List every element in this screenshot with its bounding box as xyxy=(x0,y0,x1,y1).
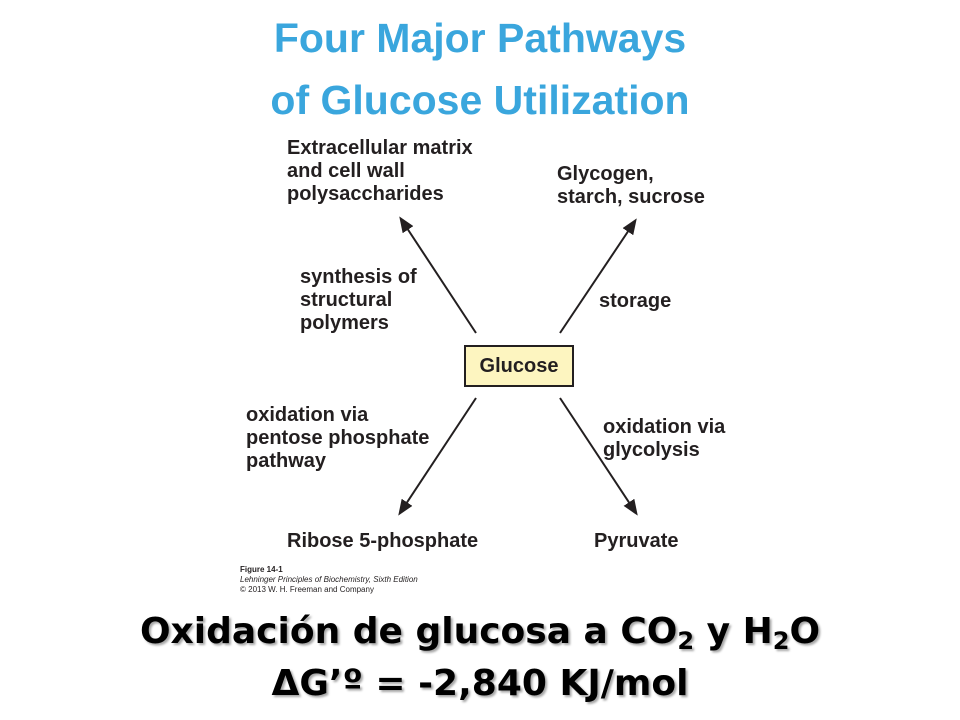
pathway-storage: storage xyxy=(599,290,672,312)
arrow-to-storage xyxy=(559,218,637,334)
oxidation-equation: Oxidación de glucosa a CO2 y H2O xyxy=(139,611,821,655)
slide-title-line-2: of Glucose Utilization xyxy=(270,77,690,123)
slide-title-line-1: Four Major Pathways xyxy=(273,15,687,61)
product-pyruvate: Pyruvate xyxy=(594,530,679,552)
figure-copyright: © 2013 W. H. Freeman and Company xyxy=(240,585,374,594)
product-glycogen: Glycogen, starch, sucrose xyxy=(557,163,705,208)
product-extracellular-matrix: Extracellular matrix and cell wall polys… xyxy=(287,137,473,205)
pathway-synthesis-structural-polymers: synthesis of structural polymers xyxy=(300,266,417,334)
pathway-glycolysis: oxidation via glycolysis xyxy=(603,416,726,461)
pathway-pentose-phosphate: oxidation via pentose phosphate pathway xyxy=(246,404,430,472)
product-ribose-5-phosphate: Ribose 5-phosphate xyxy=(287,530,479,552)
free-energy-value: ΔG’º = -2,840 KJ/mol xyxy=(271,663,689,704)
arrow-to-ribose-5-phosphate xyxy=(398,397,477,516)
arrow-to-pyruvate xyxy=(559,397,638,516)
figure-source: Lehninger Principles of Biochemistry, Si… xyxy=(240,575,418,584)
figure-number: Figure 14-1 xyxy=(240,565,283,574)
glucose-box: Glucose xyxy=(464,345,574,387)
arrow-to-structural-polymers xyxy=(399,216,477,334)
